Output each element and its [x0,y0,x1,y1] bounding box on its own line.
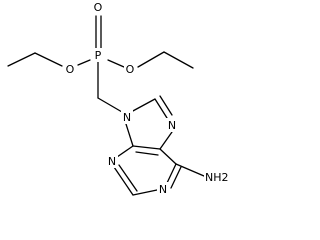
bond-n1-c6-double-b [170,166,182,189]
bond-n1-c6-double-a [166,163,177,184]
bond-n7-c5 [159,131,173,150]
bond-ch2-n9 [97,97,123,113]
bond-c2-n1 [132,189,158,196]
bond-o-ch2-left [34,52,63,67]
bond-c4-c5-double-b [135,151,159,156]
bond-c8-n7-double-b [159,95,173,116]
atom-amino-group: NH2 [205,171,229,184]
bond-p-o-left [77,59,91,66]
atom-nitrogen-n3: N [108,155,116,168]
molecule-canvas: P O O O N N N N NH2 [7,0,232,196]
bond-c6-c5 [159,148,177,165]
bond-n9-c4 [125,123,134,147]
bond-p-o-right [107,59,125,68]
bond-c6-nh2 [175,163,205,177]
bond-ch2-ch3-right [163,51,194,69]
bond-n9-c8 [130,98,156,113]
bond-n3-c2-double-b [118,164,138,192]
bonds [7,15,205,196]
atom-nitrogen-n1: N [159,183,167,196]
atom-oxygen-double: O [94,1,103,14]
atom-phosphorus: P [95,49,102,62]
atom-nitrogen-n7: N [168,119,176,132]
atom-labels: P O O O N N N N NH2 [64,0,232,196]
atom-oxygen-left: O [66,63,75,76]
bond-c4-c5-double-a [132,145,161,150]
atom-oxygen-right: O [126,63,135,76]
bond-c8-n7-double-a [154,98,168,119]
bond-o-ch2-right [137,51,165,68]
bond-ch2-ch3-left [7,52,36,67]
atom-nitrogen-n9: N [123,111,131,124]
bond-n3-c2-double-a [113,166,134,196]
bond-c4-n3 [116,145,134,158]
structure-drawing: P O O O N N N N NH2 [7,0,232,196]
